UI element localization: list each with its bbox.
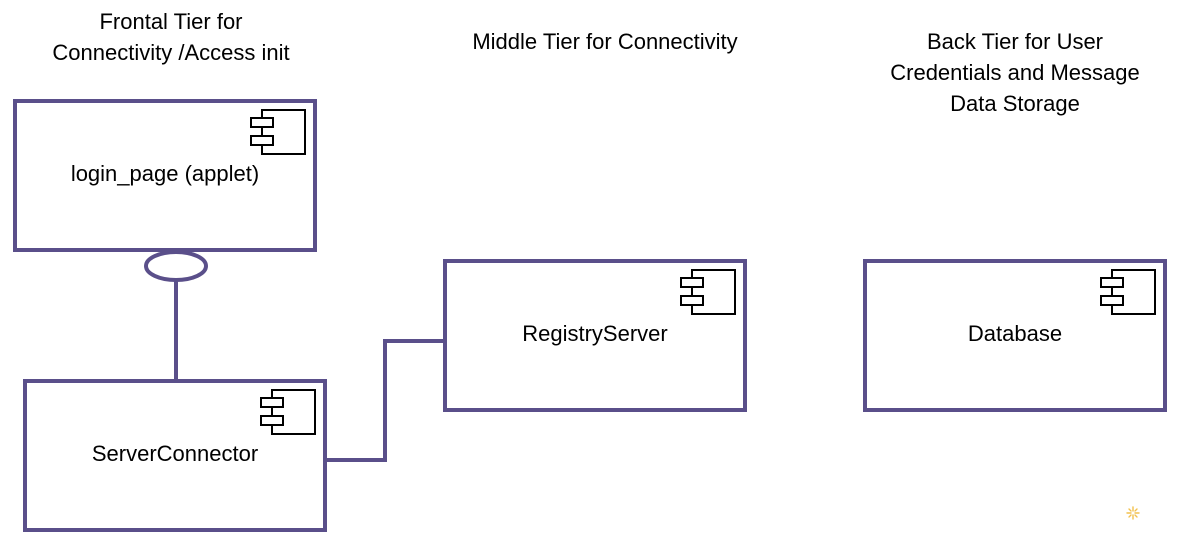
frontal-tier-heading-line: Connectivity /Access init [52,40,290,65]
frontal-tier-heading: Frontal Tier for Connectivity /Access in… [40,6,302,68]
component-label: login_page (applet) [70,161,260,186]
component-database[interactable]: Database [863,259,1167,412]
uml-component-icon [1100,269,1156,315]
uml-component-icon [250,109,306,155]
middle-tier-heading-line: Middle Tier for Connectivity [472,29,738,54]
sparkle-icon [1126,506,1140,520]
back-tier-heading-line: Back Tier for User [926,29,1104,54]
provided-interface-lollipop [144,250,208,282]
component-server-connector[interactable]: ServerConnector [23,379,327,532]
component-label: ServerConnector [91,441,259,466]
back-tier-heading-line: Data Storage [950,91,1080,116]
component-label: RegistryServer [522,321,668,346]
back-tier-heading-line: Credentials and Message [890,60,1140,85]
frontal-tier-heading-line: Frontal Tier for [99,9,243,34]
server-to-registry-connector [327,339,445,462]
component-registry-server[interactable]: RegistryServer [443,259,747,412]
uml-component-icon [260,389,316,435]
middle-tier-heading: Middle Tier for Connectivity [455,26,755,57]
uml-component-icon [680,269,736,315]
back-tier-heading: Back Tier for User Credentials and Messa… [870,26,1160,119]
component-login-page[interactable]: login_page (applet) [13,99,317,252]
component-label: Database [967,321,1063,346]
